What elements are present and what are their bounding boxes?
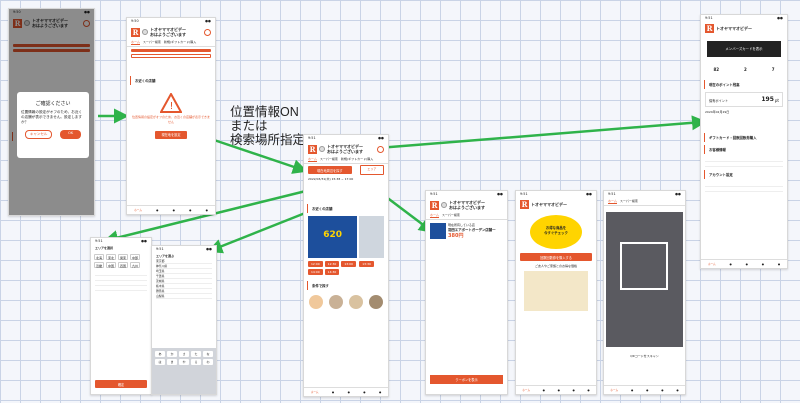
keyboard[interactable]: あかさたな はまやらわ [152,348,216,394]
ok-button[interactable]: OK [60,130,82,140]
condition-title: 条件で探す [307,280,385,290]
annotation-line-1: 位置情報ON [230,105,299,119]
screen-area-keyboard: 9:51●● エリアを選ぶ 東京都神奈川県埼玉県 千葉県茨城県栃木県 群馬県山梨… [151,245,217,395]
section-title: お近くの店舗 [130,76,212,86]
annotation-line-3: 検索場所指定 [230,133,306,147]
camera-view[interactable] [606,212,683,347]
warning-message: 位置情報の設定がオフのため、お近くの店舗が表示できません [131,115,210,124]
app-logo: R [13,18,22,28]
annotation-label: 位置情報ON または 検索場所指定 [230,105,305,147]
show-coupon-button[interactable]: クーポンを表示 [430,375,503,384]
date-range: 2022/03/31(木) 15:38 ~ 17:00 [308,177,354,182]
scan-frame [620,242,668,290]
members-card-button[interactable]: メンバーズカードを表示 [707,41,781,57]
promo-banner[interactable]: 620 [308,215,358,258]
confirm-dialog: ご確認ください 位置情報の設定がオフのため、お近くの店舗が表示できません。設定し… [17,92,89,158]
search-nearby-button[interactable]: 現在地周辺を探す [308,166,352,175]
area-button[interactable]: エリア [359,165,384,176]
svg-text:!: ! [170,101,174,112]
confirm-button[interactable]: 確定 [95,380,147,388]
cancel-button[interactable]: キャンセル [24,130,53,140]
screen-qr-scan: 9:51●● ホームスーパー検索 QRコードをスキャン ホーム●●●● [603,190,686,395]
dialog-body: 位置情報の設定がオフのため、お近くの店舗が表示できません。設定しますか？ [21,110,83,125]
set-location-button[interactable]: 現在地を設定 [155,130,187,139]
dialog-title: ご確認ください [35,101,71,107]
annotation-line-2: または [230,119,268,133]
user-icon[interactable] [83,19,90,27]
warning-icon: ! [127,92,215,114]
points-value: 195 [761,96,774,103]
buy-ticket-button[interactable]: 回数回数券を購入する [520,253,592,261]
arrow-home-to-membership [377,115,707,150]
